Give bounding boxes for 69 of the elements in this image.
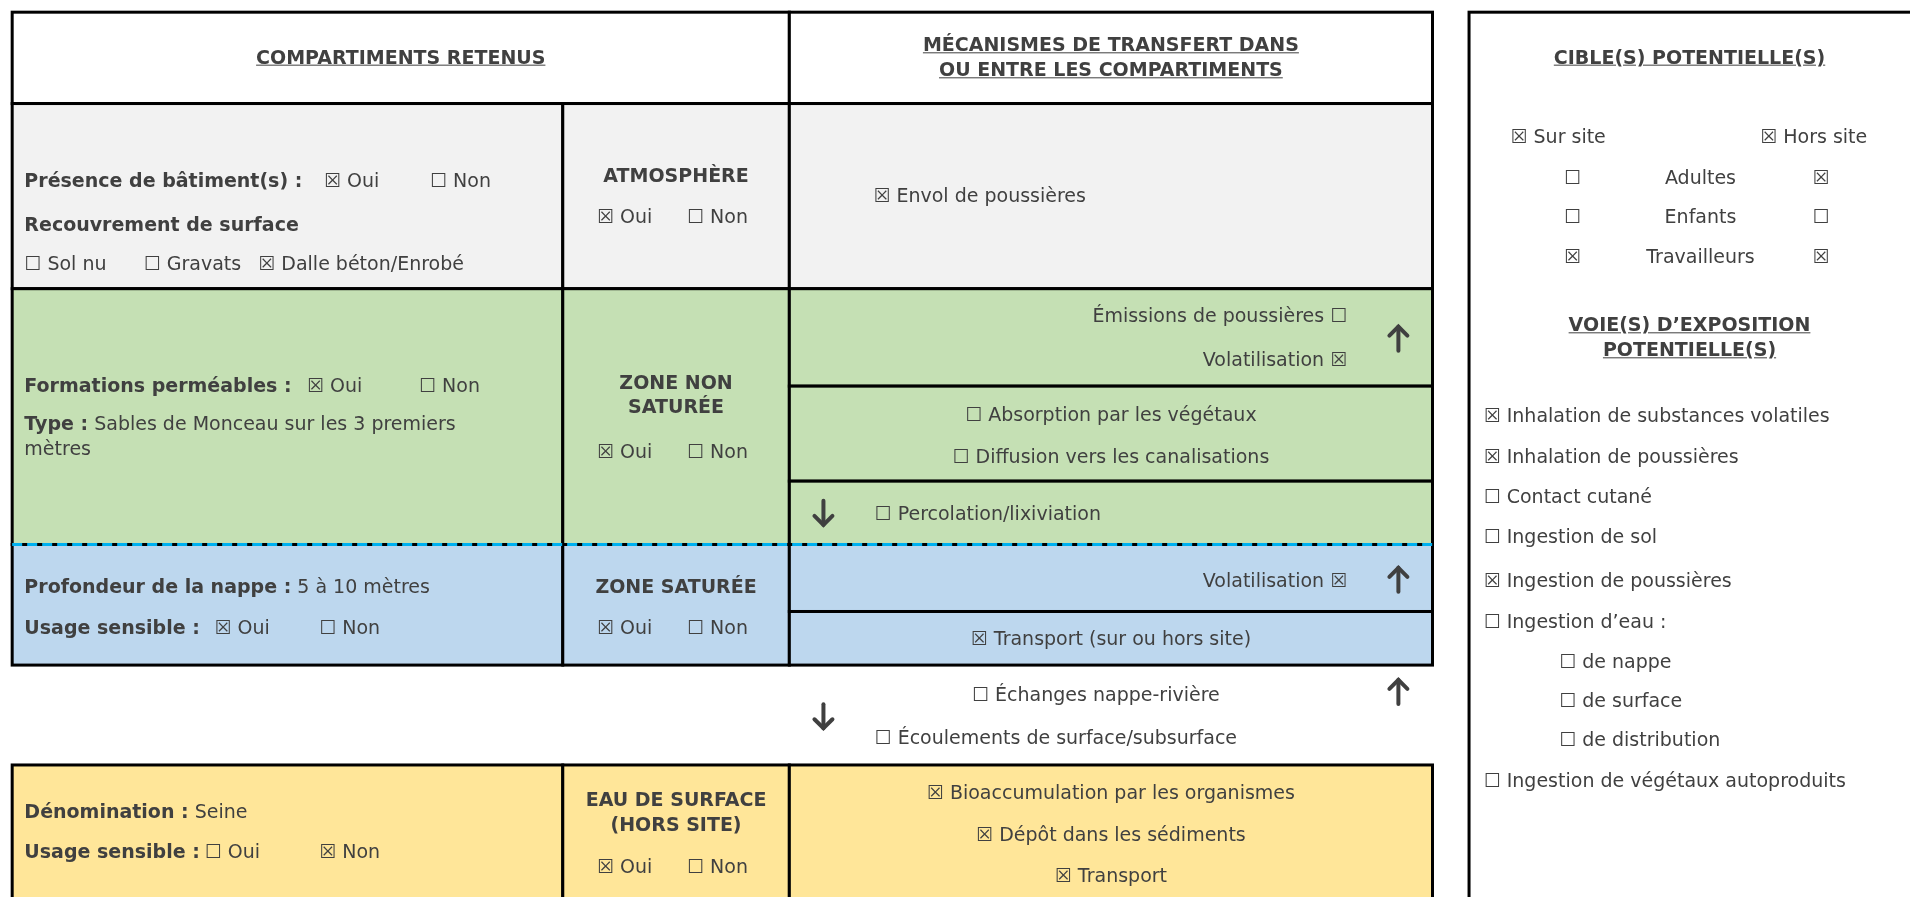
checkbox-option: ☒ Oui	[214, 614, 270, 640]
checkbox-option: ☐ Gravats	[143, 250, 242, 276]
mechanism-option: ☒ Transport (sur ou hors site)	[970, 625, 1252, 651]
field-label: Usage sensible :	[24, 839, 200, 864]
section-heading: VOIE(S) D’EXPOSITION POTENTIELLE(S)	[1567, 312, 1812, 363]
exposure-option: ☒ Inhalation de poussières	[1483, 443, 1739, 468]
field-text: Type : Sables de Monceau sur les 3 premiers mètres	[24, 411, 457, 461]
compartment-heading: ZONE SATURÉE	[595, 573, 757, 599]
checkbox-option: ☒ Oui	[596, 203, 653, 228]
mechanism-option: ☐ Écoulements de surface/subsurface	[874, 724, 1237, 750]
checkbox-option: ☐ Oui	[204, 839, 260, 864]
checkbox-option: ☐ Non	[319, 614, 381, 640]
mechanism-option: ☒ Bioaccumulation par les organismes	[926, 779, 1295, 805]
column-header: MÉCANISMES DE TRANSFERT DANS OU ENTRE LES COMPARTIMENTS	[921, 32, 1300, 82]
compartment-heading: ATMOSPHÈRE	[603, 163, 749, 188]
field-label: Usage sensible :	[24, 614, 200, 640]
compartment-heading: ZONE NON SATURÉE	[618, 369, 734, 420]
checkbox-option: ☒ Hors site	[1760, 124, 1868, 149]
checkbox: ☒	[1564, 243, 1582, 269]
checkbox-option: ☐ Non	[687, 614, 748, 640]
checkbox: ☒	[1812, 164, 1830, 189]
checkbox-option: ☐ Non	[430, 167, 491, 193]
checkbox-option: ☒ Non	[319, 839, 381, 864]
checkbox-option: ☒ Oui	[596, 853, 653, 879]
exposure-option: ☐ Contact cutané	[1483, 483, 1652, 509]
mechanism-option: ☒ Envol de poussières	[873, 182, 1086, 208]
checkbox: ☒	[1812, 243, 1830, 269]
exposure-option: ☐ de nappe	[1559, 649, 1672, 674]
mechanism-option: ☐ Échanges nappe-rivière	[972, 681, 1220, 707]
checkbox-option: ☐ Non	[687, 438, 748, 464]
field-label: Présence de bâtiment(s) :	[24, 167, 303, 193]
field-label: Recouvrement de surface	[24, 211, 299, 237]
checkbox-option: ☒ Oui	[324, 167, 380, 193]
field-label: Formations perméables :	[24, 372, 292, 398]
target-label: Travailleurs	[1646, 243, 1755, 269]
checkbox-option: ☐ Sol nu	[24, 250, 107, 276]
checkbox: ☐	[1564, 203, 1582, 228]
mechanism-option: ☐ Diffusion vers les canalisations	[952, 443, 1270, 468]
mechanism-option: Émissions de poussières ☐	[1092, 303, 1348, 328]
checkbox-option: ☒ Sur site	[1510, 124, 1606, 149]
target-label: Enfants	[1664, 203, 1737, 228]
column-header: CIBLE(S) POTENTIELLE(S)	[1553, 44, 1826, 70]
exposure-option: ☐ Ingestion d’eau :	[1483, 608, 1667, 634]
field-text: Dénomination : Seine	[24, 798, 248, 824]
checkbox-option: ☒ Oui	[596, 438, 653, 464]
column-header: COMPARTIMENTS RETENUS	[256, 44, 546, 70]
mechanism-option: Volatilisation ☒	[1202, 567, 1348, 593]
field-text: Profondeur de la nappe : 5 à 10 mètres	[24, 573, 430, 599]
checkbox: ☐	[1564, 164, 1582, 189]
checkbox-option: ☐ Non	[419, 372, 480, 398]
checkbox-option: ☒ Dalle béton/Enrobé	[258, 250, 464, 276]
target-label: Adultes	[1664, 164, 1737, 189]
mechanism-option: ☐ Absorption par les végétaux	[965, 401, 1257, 427]
exposure-option: ☒ Inhalation de substances volatiles	[1483, 403, 1830, 428]
exposure-option: ☒ Ingestion de poussières	[1483, 567, 1732, 593]
exposure-option: ☐ Ingestion de sol	[1483, 523, 1658, 549]
mechanism-option: ☐ Percolation/lixiviation	[874, 500, 1101, 526]
checkbox-option: ☒ Oui	[596, 614, 653, 640]
mechanism-option: Volatilisation ☒	[1202, 347, 1348, 372]
checkbox-option: ☐ Non	[687, 203, 748, 228]
mechanism-option: ☒ Transport	[1054, 862, 1167, 887]
checkbox: ☐	[1812, 203, 1830, 228]
compartment-heading: EAU DE SURFACE (HORS SITE)	[584, 787, 768, 838]
checkbox-option: ☒ Oui	[306, 372, 363, 398]
checkbox-option: ☐ Non	[687, 853, 748, 879]
exposure-option: ☐ de distribution	[1559, 727, 1721, 752]
exposure-option: ☐ de surface	[1559, 688, 1683, 713]
mechanism-option: ☒ Dépôt dans les sédiments	[976, 822, 1246, 847]
exposure-option: ☐ Ingestion de végétaux autoproduits	[1483, 767, 1846, 792]
